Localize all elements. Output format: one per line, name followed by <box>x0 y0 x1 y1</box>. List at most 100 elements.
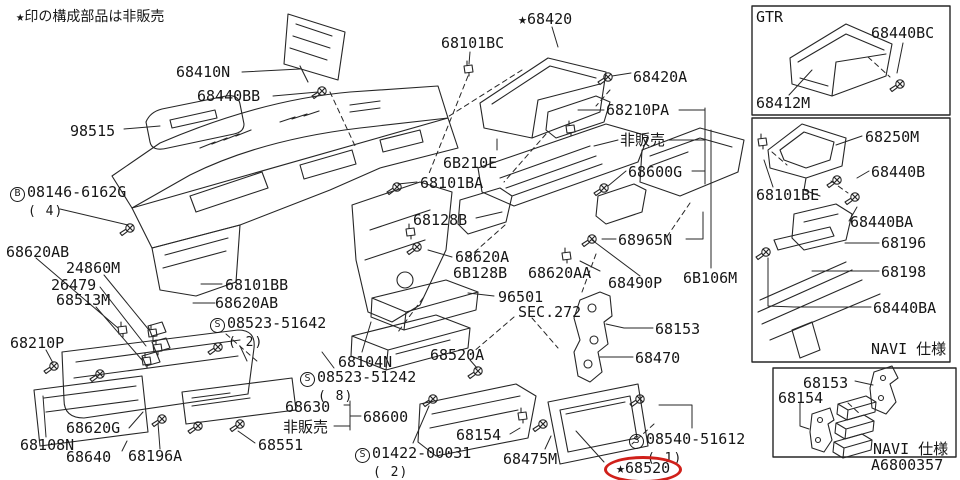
label-24860m: 24860M <box>66 261 120 276</box>
part-number-text: 08540-51612 <box>646 430 746 448</box>
part-number-text: 68108N <box>20 436 75 454</box>
label-68154: 68154 <box>456 428 501 443</box>
label-68101ba: 68101BA <box>420 176 483 191</box>
gtr-panel-title: GTR <box>756 10 783 25</box>
part-number-text: ★印の構成部品は非販売 <box>16 9 165 25</box>
part-number-text: 96501 <box>498 288 544 306</box>
label-68412m: 68412M <box>756 96 810 111</box>
note-nonsale: ★印の構成部品は非販売 <box>16 10 164 25</box>
label-68210p: 68210P <box>10 336 64 351</box>
part-number-text: 68101BE <box>756 186 820 204</box>
label-68440ba: 68440BA <box>873 301 936 316</box>
label-68108n: 68108N <box>20 438 74 453</box>
part-number-text: NAVI 仕様 <box>871 340 947 358</box>
label-68196a: 68196A <box>128 449 182 464</box>
part-number-text: ★68420 <box>518 10 573 28</box>
part-number-text: 68513M <box>56 291 111 309</box>
part-number-text: 68154 <box>778 389 824 407</box>
label-68475m: 68475M <box>503 452 557 467</box>
part-number-text: 68410N <box>176 63 231 81</box>
part-number-text: 68440BA <box>850 213 914 231</box>
label-68600g: 68600G <box>628 165 682 180</box>
label-68420: ★68420 <box>518 12 572 27</box>
part-number-text: 68620AA <box>528 264 592 282</box>
label-68440bb: 68440BB <box>197 89 260 104</box>
part-number-text: 68520A <box>430 346 485 364</box>
part-number-text: 68210PA <box>606 101 670 119</box>
label-68620ab: 68620AB <box>215 296 278 311</box>
quantity-text: ( 2) <box>228 335 264 350</box>
part-number-text: 68196 <box>881 234 927 252</box>
part-number-text: 98515 <box>70 122 116 140</box>
diagram-code: A6800357 <box>871 458 943 473</box>
label-68600: 68600 <box>363 410 408 425</box>
part-number-text: 68101BA <box>420 174 484 192</box>
label-68198: 68198 <box>881 265 926 280</box>
part-number-text: 68475M <box>503 450 558 468</box>
label-: 非販売 <box>283 420 328 435</box>
label-68420a: 68420A <box>633 70 687 85</box>
part-number-text: 68250M <box>865 128 920 146</box>
circle-b-icon: B <box>10 187 25 202</box>
part-number-text: 68420A <box>633 68 688 86</box>
label-68620ab: 68620AB <box>6 245 69 260</box>
part-number-text: 68101BB <box>225 276 289 294</box>
label-68250m: 68250M <box>865 130 919 145</box>
part-number-text: 68620G <box>66 419 121 437</box>
label-68104n: 68104N <box>338 355 392 370</box>
label-96501: 96501 <box>498 290 543 305</box>
part-number-text: GTR <box>756 8 784 26</box>
label-68153: 68153 <box>655 322 700 337</box>
label-68440b: 68440B <box>871 165 925 180</box>
part-number-text: 68210P <box>10 334 65 352</box>
part-number-text: 非販売 <box>620 131 666 149</box>
quantity-text: ( 8) <box>318 389 354 404</box>
label-6b210e: 6B210E <box>443 156 497 171</box>
part-number-text: 6B128B <box>453 264 508 282</box>
part-number-text: 08523-51642 <box>227 314 327 332</box>
circle-s-icon: S <box>300 372 315 387</box>
part-number-text: 6B210E <box>443 154 498 172</box>
part-number-text: 68440BA <box>873 299 937 317</box>
part-number-text: 68620AB <box>215 294 279 312</box>
label-68153: 68153 <box>803 376 848 391</box>
part-number-text: 68198 <box>881 263 927 281</box>
part-number-text: NAVI 仕様 <box>873 440 949 458</box>
label-68154: 68154 <box>778 391 823 406</box>
part-number-text: 68470 <box>635 349 681 367</box>
label-: 非販売 <box>620 133 665 148</box>
part-number-text: 68153 <box>803 374 849 392</box>
part-number-text: 68104N <box>338 353 393 371</box>
part-number-text: 68440BB <box>197 87 261 105</box>
label-68513m: 68513M <box>56 293 110 308</box>
label-68128b: 68128B <box>413 213 467 228</box>
part-number-text: 68440B <box>871 163 926 181</box>
part-number-text: 68440BC <box>871 24 935 42</box>
part-number-text: 68630 <box>285 398 331 416</box>
part-number-text: 68620AB <box>6 243 70 261</box>
circle-s-icon: S <box>210 318 225 333</box>
label-68620a: 68620A <box>455 250 509 265</box>
label-68965n: 68965N <box>618 233 672 248</box>
part-number-text: 24860M <box>66 259 121 277</box>
label-68620aa: 68620AA <box>528 266 591 281</box>
label-68196: 68196 <box>881 236 926 251</box>
part-number-text: 68965N <box>618 231 673 249</box>
part-number-text: 68153 <box>655 320 701 338</box>
label-68101be: 68101BE <box>756 188 819 203</box>
label-68630: 68630 <box>285 400 330 415</box>
part-number-text: SEC.272 <box>518 303 582 321</box>
label-98515: 98515 <box>70 124 115 139</box>
label-68490p: 68490P <box>608 276 662 291</box>
part-art <box>33 13 899 465</box>
label-26479: 26479 <box>51 278 96 293</box>
label-68410n: 68410N <box>176 65 230 80</box>
part-number-text: A6800357 <box>871 456 944 474</box>
label-sec272: SEC.272 <box>518 305 581 320</box>
leader-lines <box>35 26 904 463</box>
quantity-text: ( 4) <box>28 204 64 219</box>
